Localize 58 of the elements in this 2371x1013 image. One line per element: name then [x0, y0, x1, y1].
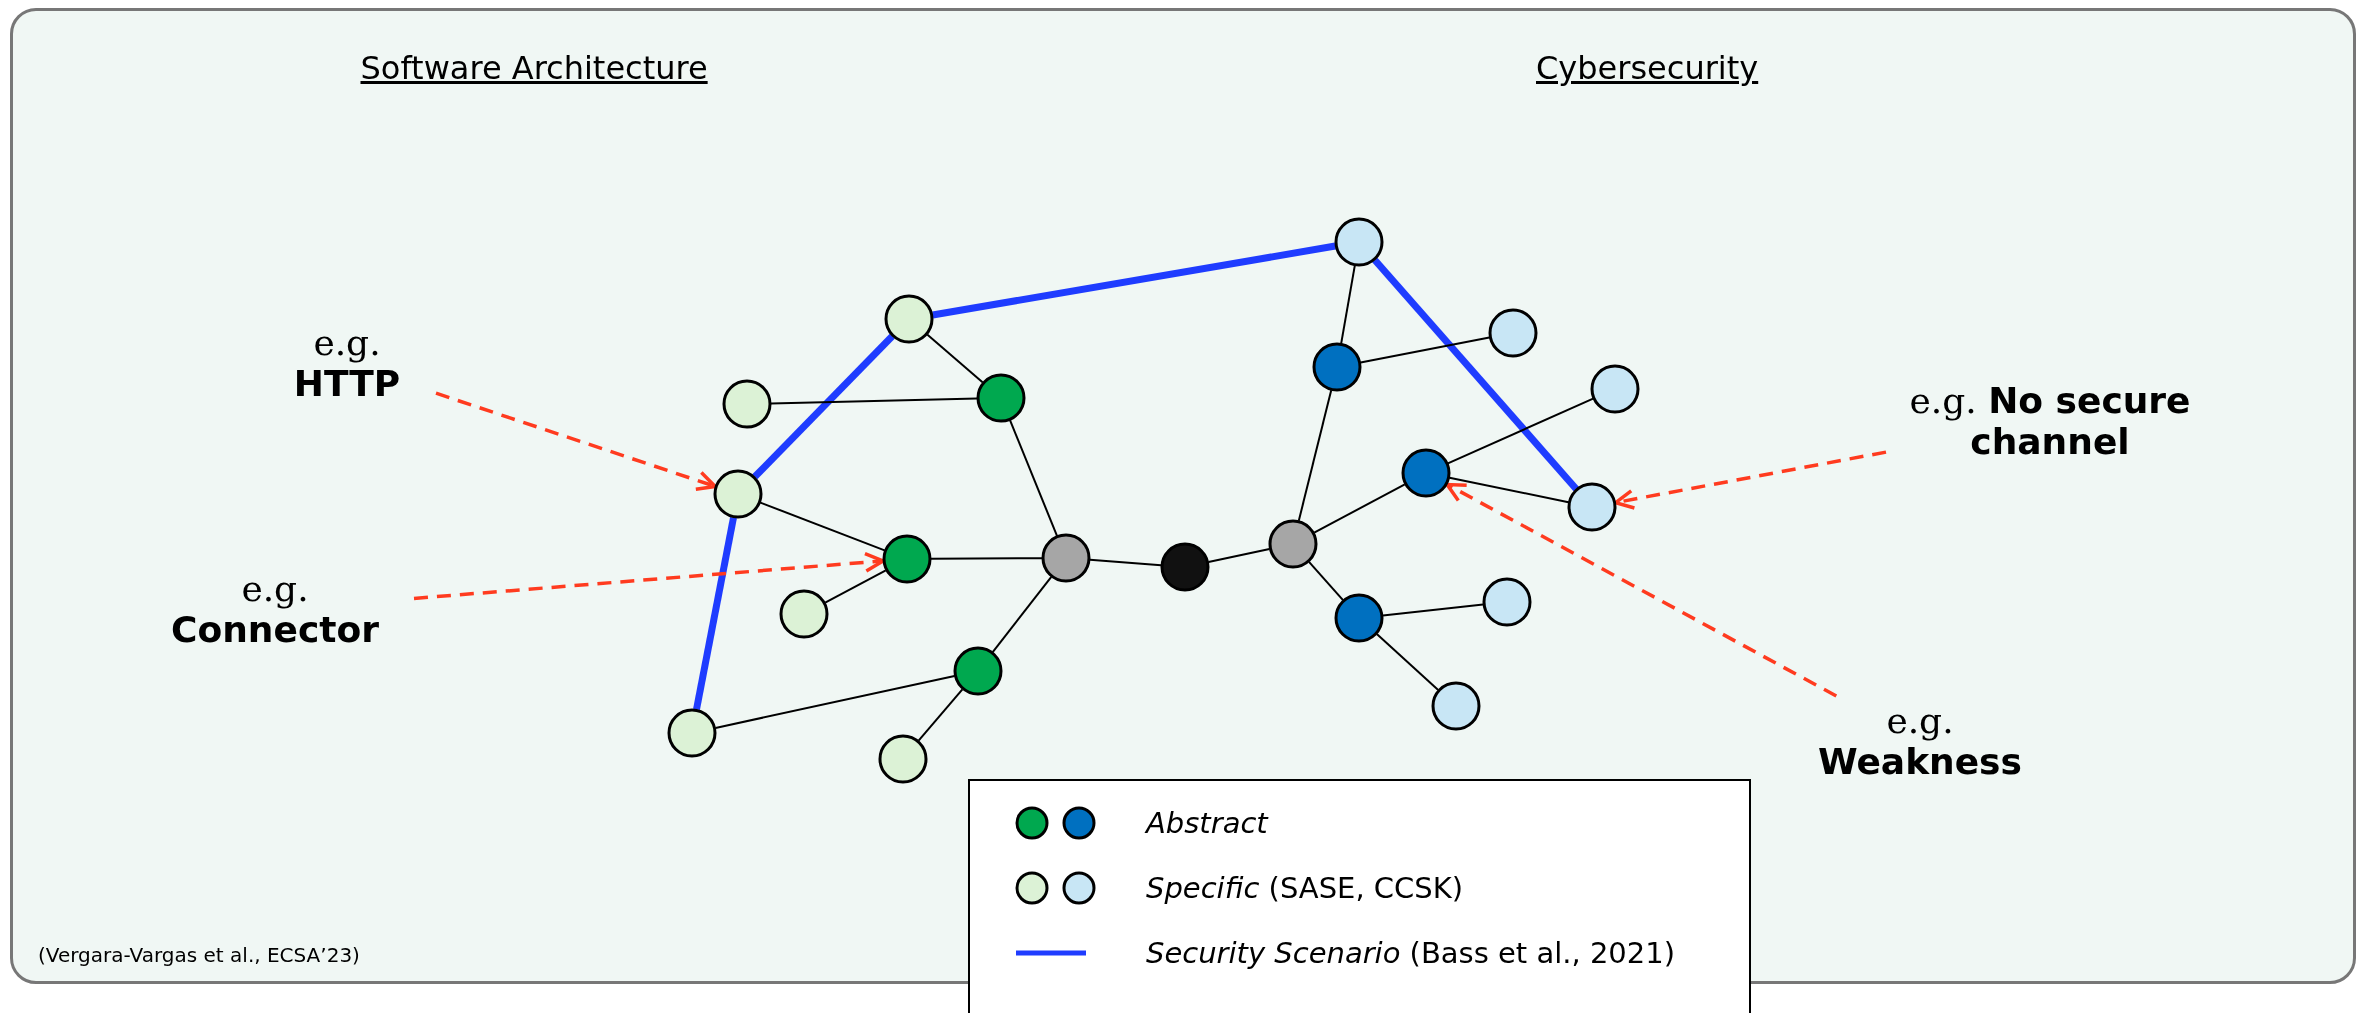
connector-line: [1381, 603, 1485, 617]
graph-node-circle: [882, 534, 932, 584]
graph-node-circle: [1334, 217, 1384, 267]
graph-node-circle: [884, 294, 934, 344]
legend-text: Abstract: [1146, 806, 1268, 840]
connector-line: [1207, 548, 1271, 563]
connector-line: [1308, 560, 1344, 602]
callout-text: e.g. HTTP: [262, 322, 432, 405]
connector-line: [930, 557, 1043, 560]
connector-line: [1375, 633, 1440, 691]
graph-node-circle: [1268, 519, 1318, 569]
connector-line: [1313, 483, 1406, 534]
dashed-arrow: [435, 391, 717, 491]
legend-text: Specific (SASE, CCSK): [1146, 871, 1464, 905]
connector-line: [1088, 558, 1163, 567]
graph-node-circle: [1041, 533, 1091, 583]
graph-node-circle: [1312, 342, 1362, 392]
graph-node-circle: [722, 379, 772, 429]
graph-node-circle: [878, 734, 928, 784]
connector-line: [752, 333, 895, 480]
connector-line: [1359, 336, 1491, 364]
connector-line: [714, 675, 956, 729]
connector-line: [1009, 419, 1058, 537]
connector-line: [1297, 389, 1333, 522]
graph-node-circle: [1590, 364, 1640, 414]
connector-line: [1372, 257, 1579, 492]
graph-node-circle: [779, 589, 829, 639]
connector-line: [1446, 397, 1595, 465]
connector-line: [770, 397, 978, 405]
connector-line: [759, 501, 886, 552]
graph-node-circle: [667, 708, 717, 758]
connector-line: [1340, 264, 1356, 345]
connector-line: [824, 569, 887, 604]
callout-text: e.g. Weakness: [1800, 700, 2040, 783]
graph-node-circle: [1160, 542, 1210, 592]
connector-line: [917, 688, 964, 742]
graph-node-circle: [1482, 577, 1532, 627]
column-heading: Cybersecurity: [1536, 49, 1759, 87]
dashed-arrow: [1445, 482, 1838, 698]
graph-node-circle: [976, 373, 1026, 423]
graph-node-circle: [713, 469, 763, 519]
callout-text: e.g. No secure channel: [1890, 380, 2210, 463]
graph-node-circle: [1567, 482, 1617, 532]
graph-node-circle: [1431, 681, 1481, 731]
connector-line: [1448, 476, 1570, 504]
graph-node-circle: [953, 646, 1003, 696]
dashed-arrow: [413, 551, 885, 601]
graph-node-circle: [1334, 593, 1384, 643]
citation-note: (Vergara-Vargas et al., ECSA’23): [38, 943, 360, 967]
connector-line: [932, 242, 1336, 319]
graph-node-circle: [1488, 308, 1538, 358]
callout-text: e.g. Connector: [140, 568, 410, 651]
column-heading: Software Architecture: [360, 49, 708, 87]
connector-line: [693, 516, 737, 711]
connector-line: [991, 575, 1053, 654]
connector-line: [926, 333, 984, 384]
graph-node-circle: [1401, 448, 1451, 498]
legend-text: Security Scenario (Bass et al., 2021): [1146, 936, 1676, 970]
